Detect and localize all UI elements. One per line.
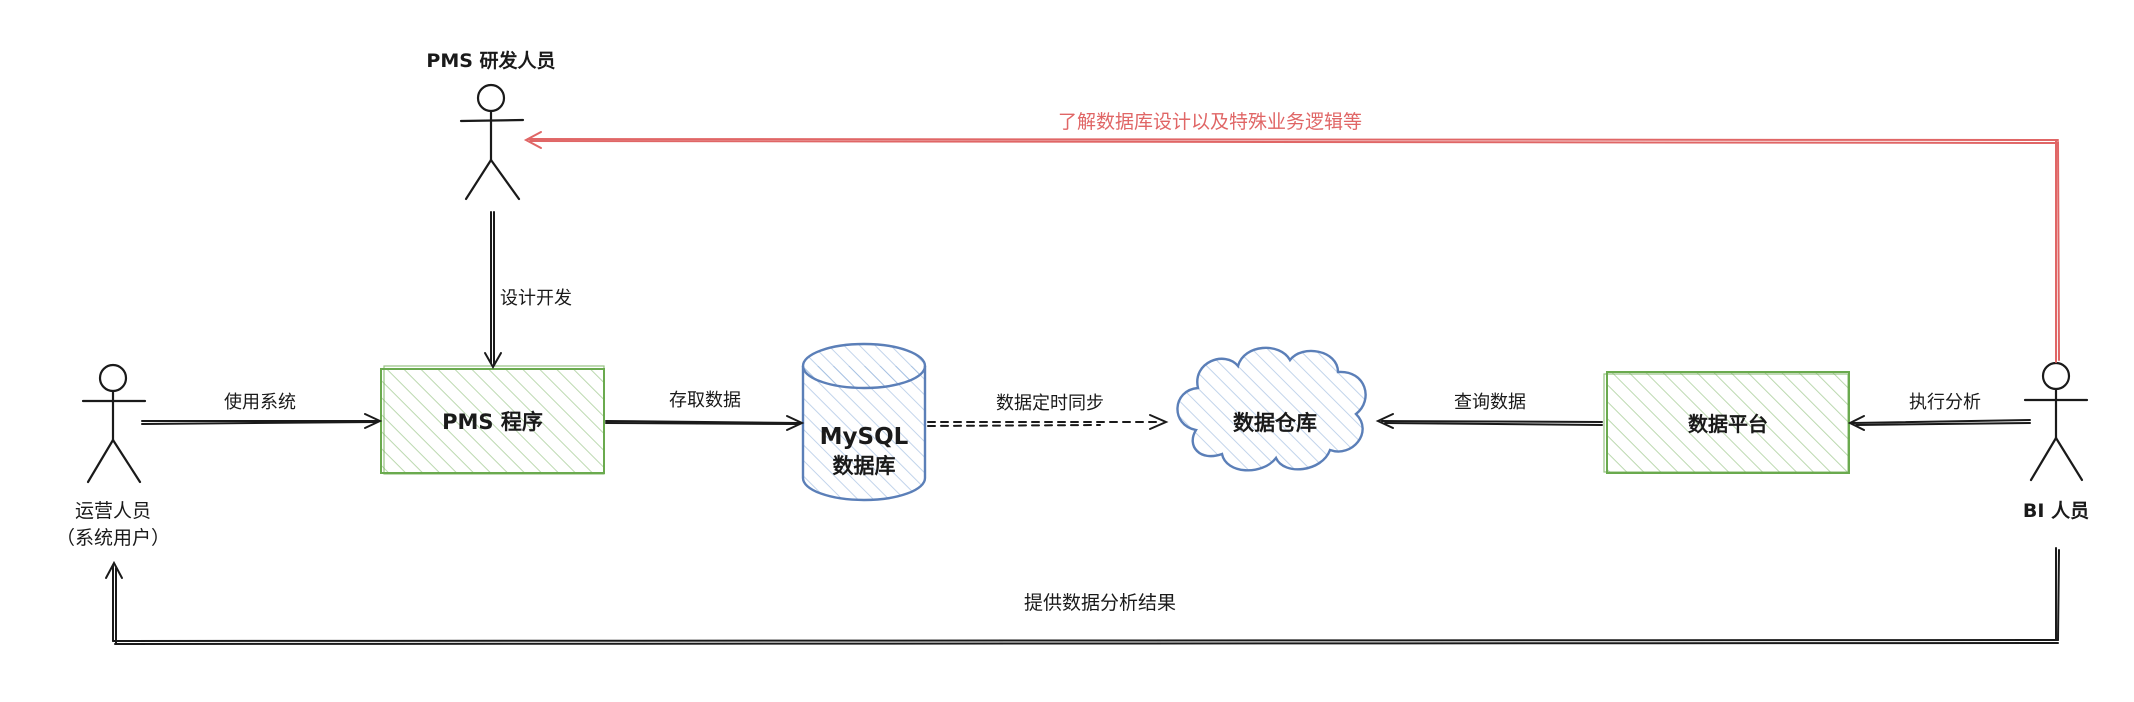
mysql-label-line1: MySQL [819, 424, 909, 450]
bi-actor [2023, 361, 2089, 482]
ops-user-actor [81, 363, 147, 484]
edge-analyze [1847, 415, 2031, 431]
edge-sync [927, 414, 1169, 430]
edge-label-feedback: 了解数据库设计以及特殊业务逻辑等 [1057, 111, 1362, 133]
pms-dev-actor-label: PMS 研发人员 [426, 50, 556, 72]
mysql-label-line2: 数据库 [832, 454, 896, 478]
ops-user-label-line2: （系统用户） [55, 527, 170, 549]
warehouse-label: 数据仓库 [1233, 411, 1317, 435]
edge-label-results: 提供数据分析结果 [1023, 592, 1176, 614]
pms-program-box [380, 365, 605, 475]
edge-results [105, 547, 2060, 645]
edge-feedback [523, 131, 2060, 363]
edge-use-system [141, 413, 383, 429]
warehouse-cloud [1176, 346, 1367, 472]
ops-user-label-line1: 运营人员 [74, 500, 151, 522]
bi-actor-label: BI 人员 [2022, 500, 2090, 522]
edge-label-use-system: 使用系统 [224, 392, 296, 413]
pms-dev-actor [459, 83, 525, 201]
pms-program-label: PMS 程序 [442, 410, 543, 434]
edge-label-access-data: 存取数据 [669, 390, 741, 411]
mysql-cylinder [801, 342, 927, 502]
edge-design-dev [484, 211, 502, 370]
edge-access-data [605, 415, 805, 431]
edge-label-query: 查询数据 [1454, 392, 1526, 413]
data-platform-label: 数据平台 [1688, 412, 1768, 436]
edge-label-analyze: 执行分析 [1909, 392, 1981, 413]
edge-label-design-dev: 设计开发 [500, 288, 572, 309]
edge-label-sync: 数据定时同步 [996, 393, 1104, 414]
edge-query [1375, 413, 1603, 429]
